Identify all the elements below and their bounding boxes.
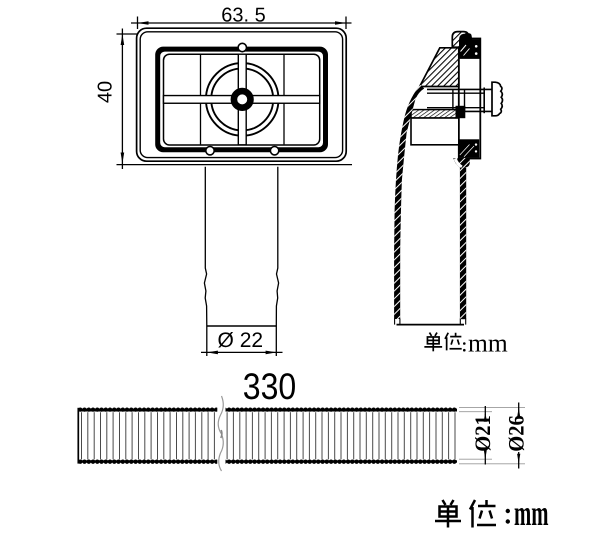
svg-text:Ø26: Ø26 [503, 415, 528, 452]
svg-text:Ø21: Ø21 [470, 415, 495, 452]
svg-text:Ø 22: Ø 22 [218, 329, 264, 352]
svg-text:mm: mm [514, 493, 549, 533]
svg-text:330: 330 [243, 366, 297, 407]
svg-text:mm: mm [468, 329, 508, 358]
svg-text:63. 5: 63. 5 [221, 5, 265, 27]
svg-text:40: 40 [95, 81, 117, 103]
